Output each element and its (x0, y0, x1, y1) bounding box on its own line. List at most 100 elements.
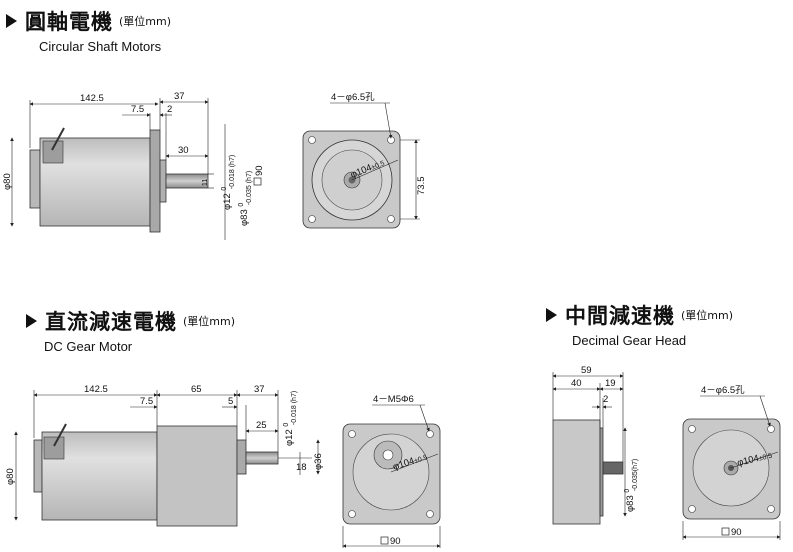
mount-hole-br (767, 505, 775, 513)
pilot-diameter-main: φ83 (239, 209, 250, 226)
shaft-diameter-label: φ12 0 -0.018 (h7) (280, 391, 298, 446)
pcd-tol: ±0.5 (758, 453, 773, 463)
pcd-tol: ±0.5 (413, 454, 428, 465)
decimal-gearhead-front-view: φ104±0.5 4－φ6.5孔 90 (682, 385, 781, 540)
shaft-tol-down: -0.018 (h7) (291, 391, 298, 425)
shaft-tol-down: -0.018 (h7) (229, 155, 236, 189)
dim-square-90: 90 (731, 527, 742, 538)
mount-hole-tr (426, 430, 434, 438)
circular-motor-front-view: φ104±0.5 4－φ6.5孔 73.5 (302, 92, 427, 229)
section-title-en: DC Gear Motor (44, 339, 133, 354)
motor-end-cap (33, 439, 43, 493)
decimal-gearhead-side-view: 59 40 19 2 φ83 0 -0.035(h7) (552, 365, 639, 525)
dim-2: 2 (603, 394, 608, 405)
dim-square-90: 90 (254, 165, 265, 176)
dim-body-diameter: φ80 (5, 468, 16, 485)
dim-19: 19 (605, 378, 616, 389)
output-shaft (245, 451, 279, 465)
mount-hole-tl (688, 425, 696, 433)
section-title-en: Circular Shaft Motors (39, 39, 162, 54)
dim-length: 142.5 (84, 384, 108, 395)
pcd-main: φ104 (736, 453, 760, 469)
circular-motor-heading: 圓軸電機 (單位mm) Circular Shaft Motors (6, 6, 171, 54)
dim-length: 142.5 (80, 93, 104, 104)
dim-body-diameter: φ80 (2, 173, 13, 190)
dim-25: 25 (256, 420, 267, 431)
motor-lead-wire (53, 423, 67, 447)
mount-hole-bl (688, 505, 696, 513)
dim-11: 11 (202, 179, 209, 186)
mount-hole-bl (308, 215, 316, 223)
gear-motor-side-view: 142.5 65 37 7.5 5 25 φ12 0 -0.018 (h7) 1… (5, 384, 324, 527)
triangle-bullet-icon (6, 14, 17, 28)
shaft-diameter-label: φ12 0 -0.018 (h7) (218, 155, 236, 210)
gearhead-body (552, 419, 601, 525)
mount-hole-br (387, 215, 395, 223)
gearbox-boss (236, 439, 247, 475)
motor-end-cap (29, 149, 41, 209)
dim-phi-36: φ36 (313, 453, 324, 470)
triangle-bullet-icon (26, 314, 37, 328)
mount-hole-tr (767, 425, 775, 433)
section-title-zh: 直流減速電機 (45, 310, 177, 334)
dim-square-90: 90 (390, 536, 401, 547)
holes-label: 4－φ6.5孔 (331, 92, 375, 103)
pilot-diameter-label: φ83 0 -0.035(h7) (621, 459, 639, 512)
square-symbol (721, 527, 730, 536)
square-symbol (253, 177, 262, 186)
mount-hole-bl (348, 510, 356, 518)
dim-65: 65 (191, 384, 202, 395)
dim-2: 2 (167, 104, 172, 115)
shaft-diameter-main: φ12 (222, 193, 233, 210)
pilot-tol-down: -0.035(h7) (632, 459, 639, 491)
dim-18: 18 (296, 462, 307, 473)
shaft-diameter-main: φ12 (284, 429, 295, 446)
pilot-diameter-main: φ83 (625, 495, 636, 512)
circular-motor-side-view: 142.5 37 7.5 2 30 11 φ12 0 -0.018 (h7) φ… (2, 91, 265, 240)
holes-label: 4－M5Φ6 (373, 394, 414, 405)
unit-label: (單位mm) (183, 315, 236, 328)
front-shaft (382, 449, 394, 461)
pilot-tol-up: 0 (624, 489, 631, 493)
section-title-zh: 中間減速機 (565, 304, 675, 328)
dim-30: 30 (178, 145, 189, 156)
motor-lead-wire (51, 127, 65, 151)
dim-73-5: 73.5 (416, 177, 427, 196)
dim-5: 5 (228, 396, 233, 407)
gearhead-shaft (602, 461, 624, 475)
section-title-en: Decimal Gear Head (572, 333, 687, 348)
dim-7-5: 7.5 (140, 396, 153, 407)
pilot-tol-up: 0 (238, 203, 245, 207)
triangle-bullet-icon (546, 308, 557, 322)
mount-hole-br (426, 510, 434, 518)
gear-motor-heading: 直流減速電機 (單位mm) DC Gear Motor (26, 306, 235, 354)
motor-lead-box (42, 140, 64, 164)
dim-37: 37 (254, 384, 265, 395)
dim-37: 37 (174, 91, 185, 102)
decimal-gearhead-heading: 中間減速機 (單位mm) Decimal Gear Head (546, 300, 733, 348)
output-shaft (165, 173, 209, 189)
unit-label: (單位mm) (119, 15, 172, 28)
pilot-diameter-label: φ83 0 -0.035 (h7) (235, 171, 253, 226)
gearhead-collar (599, 427, 604, 517)
gear-motor-front-view: φ104±0.5 4－M5Φ6 90 (342, 394, 441, 548)
holes-label: 4－φ6.5孔 (701, 385, 745, 396)
square-symbol (380, 536, 389, 545)
unit-label: (單位mm) (681, 309, 734, 322)
dim-7-5: 7.5 (131, 104, 144, 115)
flange-pilot (159, 159, 167, 203)
mount-hole-tl (308, 136, 316, 144)
mount-flange (149, 129, 161, 233)
dim-59: 59 (581, 365, 592, 376)
mount-hole-tl (348, 430, 356, 438)
pcd-label: φ104±0.5 (736, 450, 773, 469)
dim-40: 40 (571, 378, 582, 389)
motor-lead-box (43, 436, 65, 460)
section-title-zh: 圓軸電機 (25, 10, 113, 34)
pilot-tol-down: -0.035 (h7) (246, 171, 253, 205)
gearbox-body (156, 425, 238, 527)
shaft-tol-up: 0 (221, 187, 228, 191)
shaft-tol-up: 0 (283, 423, 290, 427)
pcd-tol: ±0.5 (371, 160, 386, 172)
